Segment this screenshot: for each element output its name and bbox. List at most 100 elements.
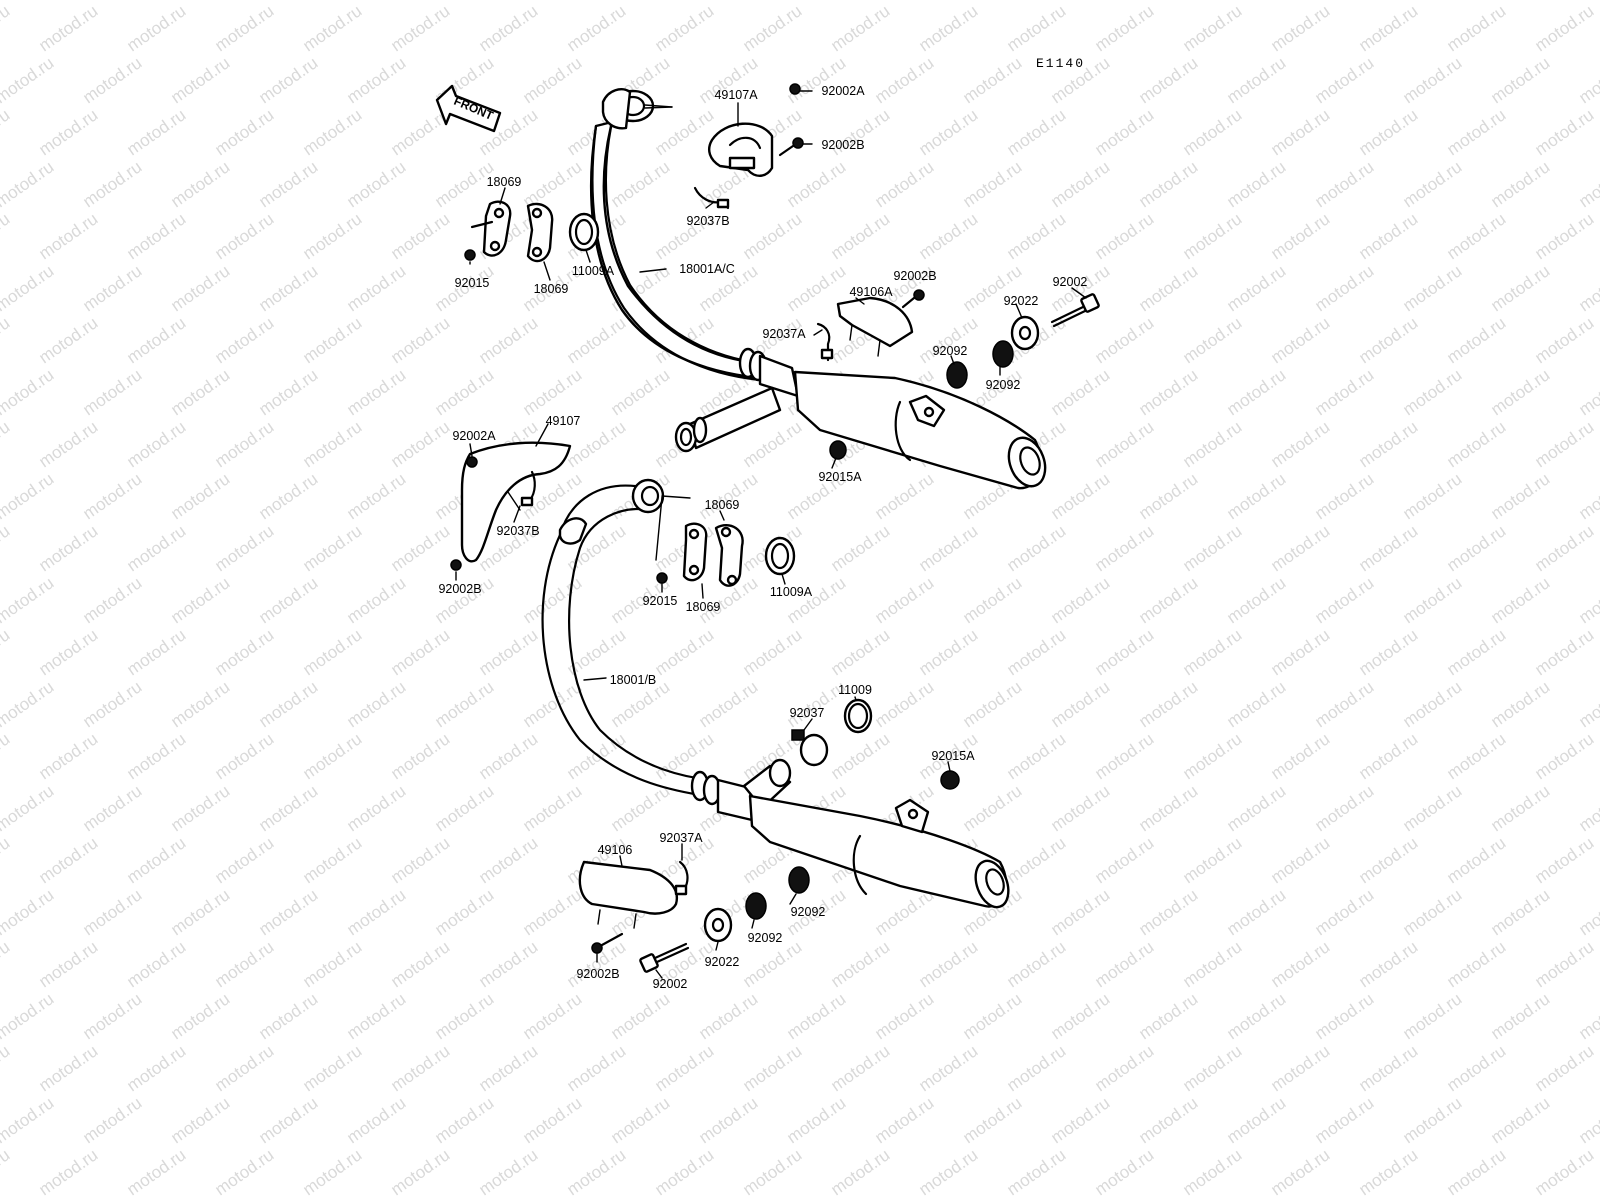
label-92037: 92037 — [790, 706, 825, 720]
watermark-text: motod.ru — [1223, 261, 1289, 315]
watermark-text: motod.ru — [299, 105, 365, 159]
watermark-text: motod.ru — [1267, 1, 1333, 55]
watermark-text: motod.ru — [431, 365, 497, 419]
watermark-text: motod.ru — [1487, 53, 1553, 107]
label-18001B: 18001/B — [610, 673, 657, 687]
watermark-text: motod.ru — [255, 781, 321, 835]
grommet-92092-bottom-right — [788, 866, 810, 894]
stud-92015A-bottom — [940, 770, 960, 790]
watermark-text: motod.ru — [35, 833, 101, 887]
watermark-text: motod.ru — [123, 729, 189, 783]
watermark-text: motod.ru — [1223, 781, 1289, 835]
bolt-92002A-mid — [466, 456, 478, 468]
cover-49107 — [460, 441, 572, 563]
watermark-text: motod.ru — [255, 261, 321, 315]
watermark-text: motod.ru — [651, 105, 717, 159]
watermark-text: motod.ru — [1311, 677, 1377, 731]
bolt-92002-top — [1050, 293, 1100, 328]
watermark-text: motod.ru — [871, 1093, 937, 1147]
watermark-text: motod.ru — [959, 781, 1025, 835]
watermark-text: motod.ru — [343, 885, 409, 939]
watermark-text: motod.ru — [387, 937, 453, 991]
upper-exhaust-pipe — [589, 88, 1047, 490]
watermark-text: motod.ru — [299, 833, 365, 887]
watermark-text: motod.ru — [1223, 885, 1289, 939]
watermark-text: motod.ru — [1399, 157, 1465, 211]
watermark-text: motod.ru — [1531, 937, 1597, 991]
label-92092-d: 92092 — [791, 905, 826, 919]
watermark-text: motod.ru — [387, 209, 453, 263]
part-labels: 49107A 92002A 92002B 92037B 18069 18069 … — [438, 84, 1087, 991]
watermark-text: motod.ru — [1003, 1041, 1069, 1095]
watermark-text: motod.ru — [255, 989, 321, 1043]
watermark-text: motod.ru — [167, 573, 233, 627]
watermark-text: motod.ru — [1531, 625, 1597, 679]
watermark-text: motod.ru — [79, 365, 145, 419]
watermark-text: motod.ru — [1399, 677, 1465, 731]
watermark-text: motod.ru — [431, 1093, 497, 1147]
watermark-text: motod.ru — [1575, 261, 1600, 315]
watermark-text: motod.ru — [1355, 625, 1421, 679]
label-18069-top-right: 18069 — [705, 498, 740, 512]
watermark-text: motod.ru — [1399, 781, 1465, 835]
watermark-text: motod.ru — [1091, 1041, 1157, 1095]
watermark-text: motod.ru — [1443, 729, 1509, 783]
watermark-text: motod.ru — [1179, 313, 1245, 367]
watermark-text: motod.ru — [167, 781, 233, 835]
washer-92022-bottom — [703, 907, 733, 943]
watermark-text: motod.ru — [1223, 157, 1289, 211]
watermark-text: motod.ru — [915, 521, 981, 575]
watermark-text: motod.ru — [1267, 1041, 1333, 1095]
watermark-text: motod.ru — [1575, 469, 1600, 523]
watermark-text: motod.ru — [211, 313, 277, 367]
watermark-text: motod.ru — [211, 521, 277, 575]
watermark-text: motod.ru — [123, 937, 189, 991]
watermark-text: motod.ru — [1179, 833, 1245, 887]
watermark-text: motod.ru — [123, 521, 189, 575]
stud-92015-mid — [656, 572, 668, 584]
watermark-text: motod.ru — [1531, 417, 1597, 471]
watermark-text: motod.ru — [1575, 677, 1600, 731]
watermark-text: motod.ru — [607, 989, 673, 1043]
watermark-text: motod.ru — [1003, 209, 1069, 263]
watermark-text: motod.ru — [0, 1041, 13, 1095]
watermark-text: motod.ru — [871, 157, 937, 211]
watermark-text: motod.ru — [1223, 1093, 1289, 1147]
watermark-text: motod.ru — [1443, 1, 1509, 55]
watermark-text: motod.ru — [0, 1145, 13, 1199]
watermark-text: motod.ru — [1003, 625, 1069, 679]
watermark-text: motod.ru — [1223, 365, 1289, 419]
watermark-text: motod.ru — [299, 209, 365, 263]
watermark-text: motod.ru — [0, 105, 13, 159]
label-92002B-bottom: 92002B — [576, 967, 619, 981]
watermark-text: motod.ru — [827, 625, 893, 679]
watermark-text: motod.ru — [0, 989, 57, 1043]
watermark-text: motod.ru — [871, 677, 937, 731]
watermark-text: motod.ru — [123, 1, 189, 55]
watermark-text: motod.ru — [1179, 521, 1245, 575]
label-92037B-top: 92037B — [686, 214, 729, 228]
watermark-text: motod.ru — [1443, 937, 1509, 991]
watermark-text: motod.ru — [695, 989, 761, 1043]
watermark-text: motod.ru — [167, 885, 233, 939]
watermark-text: motod.ru — [431, 677, 497, 731]
watermark-text: motod.ru — [1443, 209, 1509, 263]
watermark-text: motod.ru — [1531, 1145, 1597, 1199]
watermark-text: motod.ru — [35, 313, 101, 367]
watermark-text: motod.ru — [299, 937, 365, 991]
watermark-text: motod.ru — [1443, 417, 1509, 471]
watermark-text: motod.ru — [255, 157, 321, 211]
flange-18069-left — [482, 200, 512, 257]
watermark-text: motod.ru — [0, 53, 57, 107]
watermark-text: motod.ru — [1047, 365, 1113, 419]
watermark-text: motod.ru — [35, 521, 101, 575]
watermark-text: motod.ru — [387, 729, 453, 783]
watermark-text: motod.ru — [1575, 1093, 1600, 1147]
watermark-text: motod.ru — [1311, 781, 1377, 835]
flange-18069-right — [526, 202, 554, 263]
watermark-text: motod.ru — [695, 1093, 761, 1147]
watermark-text: motod.ru — [255, 1093, 321, 1147]
watermark-text: motod.ru — [519, 989, 585, 1043]
watermark-text: motod.ru — [1575, 53, 1600, 107]
